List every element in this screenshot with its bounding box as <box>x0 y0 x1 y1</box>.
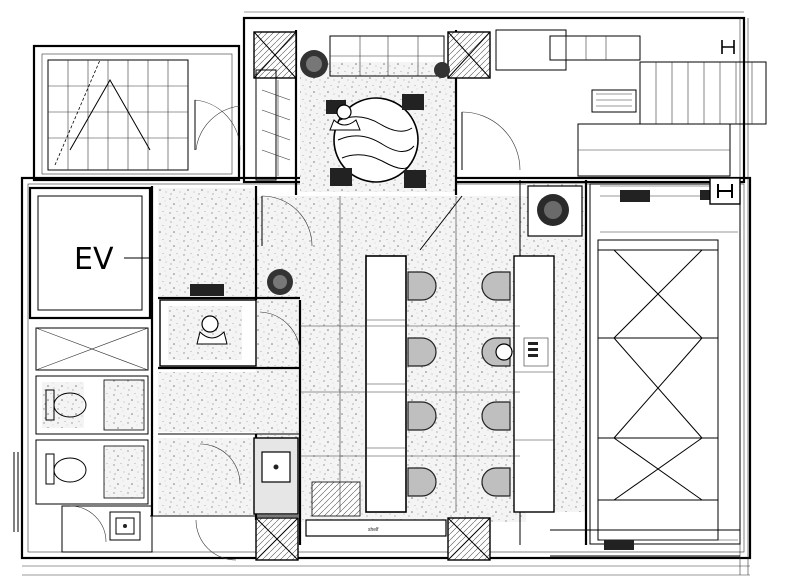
counter-chairs <box>407 271 513 497</box>
round-table <box>326 94 426 188</box>
toilet-icon <box>45 453 87 485</box>
washbasin-area <box>61 505 153 553</box>
person-icon <box>329 104 361 131</box>
staircase-left <box>47 59 241 171</box>
person-icon <box>495 343 513 361</box>
person-icon <box>196 315 228 345</box>
building-outline <box>13 11 752 576</box>
shelf-label: shelf <box>368 527 379 533</box>
kitchen-sink <box>253 437 299 515</box>
right-counter <box>513 255 555 513</box>
toilet-icon <box>45 389 87 421</box>
restroom-upper <box>35 375 149 435</box>
plant-icon <box>300 50 328 78</box>
bottom-shelf: shelf <box>305 481 447 537</box>
column-top-mid <box>447 31 491 79</box>
plant-icon <box>267 269 293 295</box>
central-counter <box>365 255 407 513</box>
elevator-label: EV <box>74 242 114 277</box>
plant-icon <box>434 62 450 78</box>
desk-booth <box>159 284 257 367</box>
column-bottom-left <box>255 517 299 561</box>
elevator-shaft: EV <box>28 186 152 320</box>
grid-lines <box>300 196 520 512</box>
top-counter <box>329 35 445 77</box>
h-marker-icon <box>709 40 741 205</box>
column-top-left <box>253 31 297 79</box>
staircase-right <box>495 29 767 177</box>
plant-icon <box>527 185 583 237</box>
column-bottom-mid <box>447 517 491 561</box>
sink-icon <box>261 451 291 483</box>
restroom-lower <box>35 439 149 505</box>
structural-columns <box>253 31 491 561</box>
doors <box>195 105 521 561</box>
duct-shaft <box>35 327 149 371</box>
terrace-structure <box>550 183 741 557</box>
sink-icon <box>115 517 135 535</box>
